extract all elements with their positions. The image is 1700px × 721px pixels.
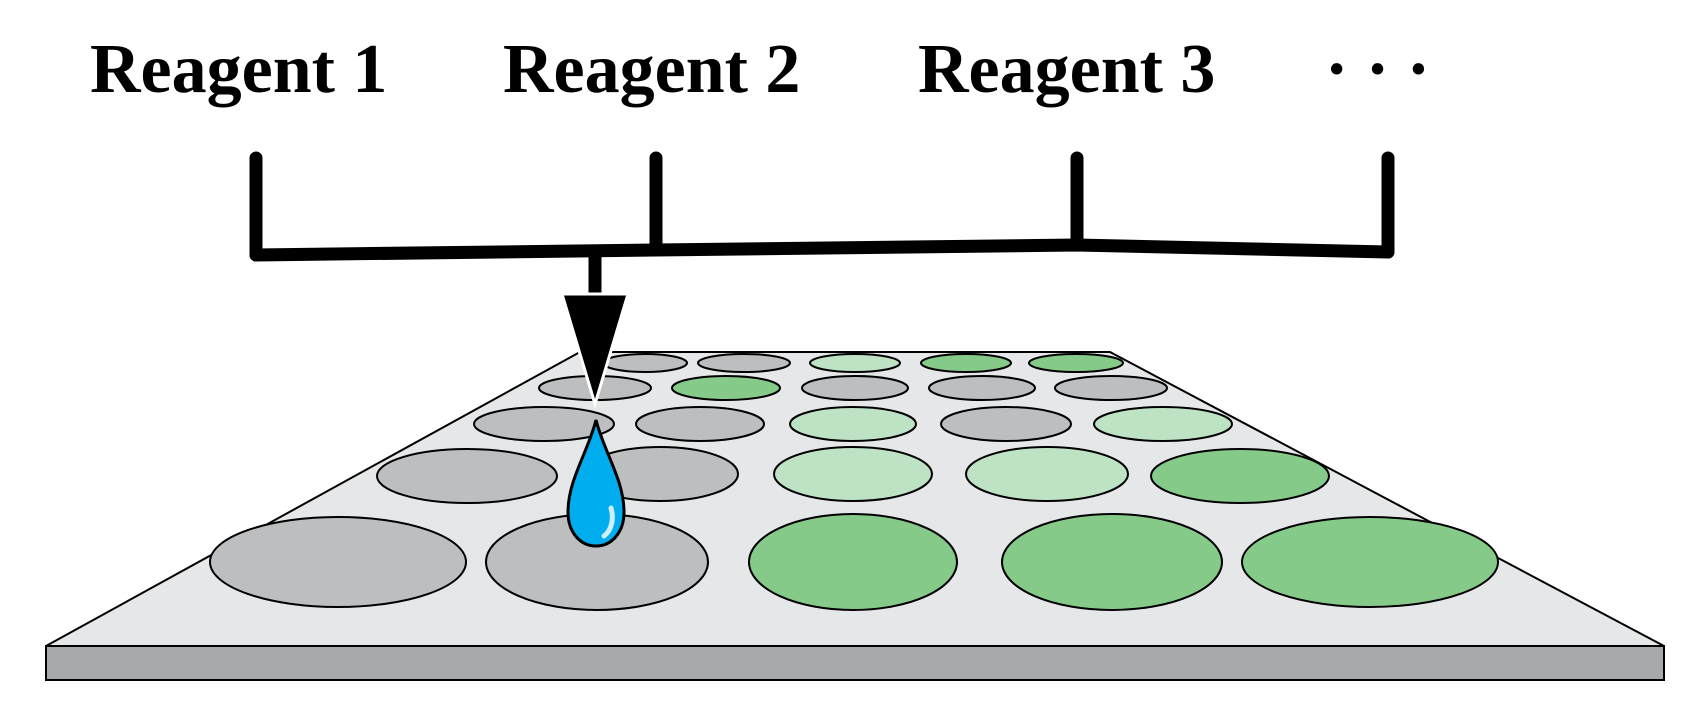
well xyxy=(209,516,467,608)
reagent-manifold xyxy=(249,151,1395,317)
manifold-bar xyxy=(249,238,1395,262)
well xyxy=(773,446,933,502)
well-row-1 xyxy=(602,353,1124,373)
plate-side xyxy=(45,645,1665,681)
well-row-2 xyxy=(538,375,1168,401)
well xyxy=(1093,406,1233,442)
well xyxy=(809,353,901,373)
down-arrow-icon xyxy=(559,292,631,410)
well xyxy=(1001,513,1223,611)
well xyxy=(920,353,1012,373)
well xyxy=(697,353,791,373)
well xyxy=(602,353,688,373)
well xyxy=(635,406,765,442)
water-drop-icon xyxy=(566,419,626,548)
well xyxy=(940,406,1072,442)
well-row-4 xyxy=(376,446,1330,504)
well-row-5 xyxy=(209,513,1499,611)
well-plate xyxy=(45,351,1665,681)
well xyxy=(1241,516,1499,608)
more-reagents-ellipsis: · · · xyxy=(1325,31,1430,108)
well xyxy=(671,375,781,401)
well xyxy=(376,448,558,504)
well-row-3 xyxy=(473,406,1233,442)
well xyxy=(801,375,909,401)
well xyxy=(1028,353,1124,373)
well xyxy=(473,406,615,442)
well xyxy=(1150,448,1330,504)
well xyxy=(928,375,1036,401)
well xyxy=(748,513,958,611)
well xyxy=(789,406,917,442)
reagent-3-label: Reagent 3 xyxy=(918,31,1215,108)
reagent-1-label: Reagent 1 xyxy=(90,31,387,108)
reagent-2-label: Reagent 2 xyxy=(503,31,800,108)
well xyxy=(965,446,1129,502)
well xyxy=(1054,375,1168,401)
